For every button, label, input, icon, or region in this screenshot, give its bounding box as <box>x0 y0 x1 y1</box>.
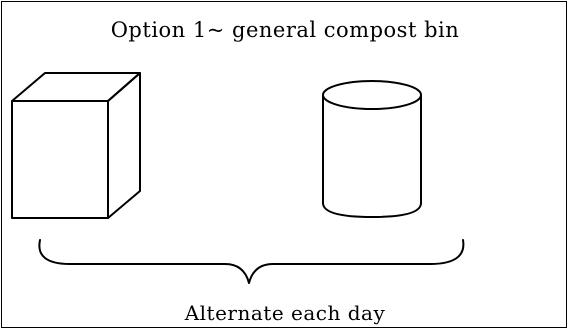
diagram-caption: Alternate each day <box>184 301 386 325</box>
cylindrical-bin <box>322 80 422 218</box>
rectangular-bin-top-face <box>11 72 141 102</box>
rectangular-bin-side-face <box>107 72 141 219</box>
cylindrical-bin-top <box>322 80 422 110</box>
rectangular-bin <box>11 72 141 219</box>
grouping-brace <box>38 239 465 284</box>
cylindrical-bin-bottom <box>322 202 422 218</box>
rectangular-bin-front-face <box>11 100 109 219</box>
diagram-title: Option 1~ general compost bin <box>110 18 460 42</box>
